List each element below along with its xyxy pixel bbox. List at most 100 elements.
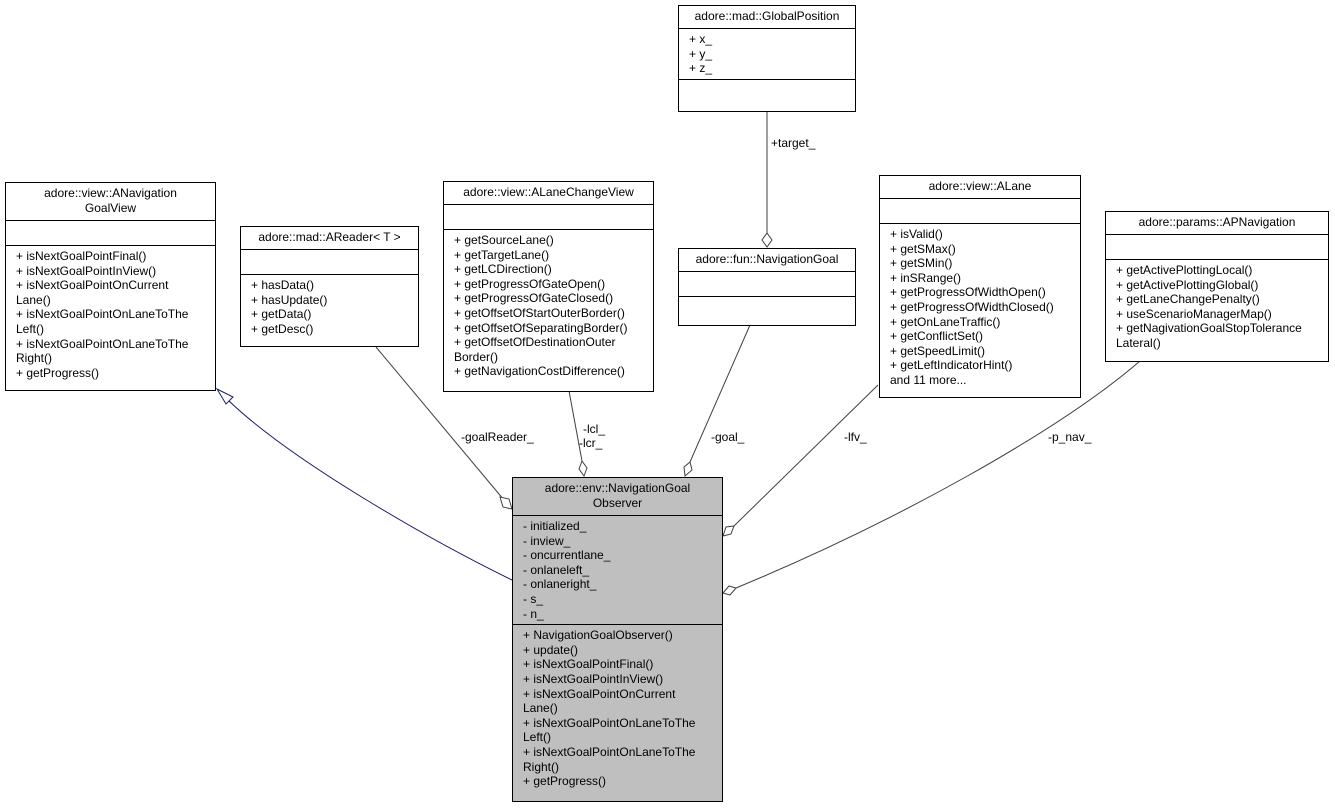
method: Border() [454,349,499,364]
methods-section: + getActivePlottingLocal() + getActivePl… [1106,259,1328,361]
method: + getLaneChangePenalty() [1116,292,1260,307]
method: Right() [16,351,53,366]
methods-section [679,296,855,325]
edge-label-p-nav: -p_nav_ [1048,430,1092,444]
method: + getOffsetOfSeparatingBorder() [454,320,628,335]
class-alane-change-view: adore::view::ALaneChangeView + getSource… [443,181,654,392]
method: + getProgressOfWidthClosed() [890,299,1054,314]
method: Left() [16,321,45,336]
method: Lane() [523,701,558,716]
methods-section: + getSourceLane() + getTargetLane() + ge… [444,229,653,391]
method: + isNextGoalPointInView() [16,263,157,278]
method: + getProgress() [523,774,607,789]
attribute: - oncurrentlane_ [523,548,611,563]
inheritance-arrowhead [215,387,234,405]
method: + getSpeedLimit() [890,343,986,358]
class-alane: adore::view::ALane + isValid() + getSMax… [879,175,1081,398]
edge-label-lfv: -lfv_ [844,430,867,444]
attribute: + z_ [689,61,713,76]
method: + isNextGoalPointFinal() [16,249,147,263]
method: + update() [523,642,579,657]
class-title: adore::mad::AReader< T > [258,230,401,244]
goal-reader-edge [375,346,505,501]
methods-section: + hasData() + hasUpdate() + getData() + … [241,274,418,346]
methods-section: + isValid() + getSMax() + getSMin() + in… [880,223,1080,397]
p-nav-diamond [722,585,737,596]
attributes-section [880,198,1080,223]
attribute: - onlaneright_ [523,577,597,592]
method: + getNagivationGoalStopTolerance [1116,321,1302,336]
method: Lane() [16,292,51,307]
attributes-section [679,271,855,296]
method: + getProgressOfGateClosed() [454,291,614,306]
method: + getConflictSet() [890,329,984,344]
attribute: + x_ [689,32,713,46]
attribute: + y_ [689,46,713,61]
edge-label-goal-reader: -goalReader_ [461,430,534,444]
method-more: and 11 more... [890,372,967,387]
method: + isValid() [890,227,943,241]
method: + inSRange() [890,270,962,285]
method: Right() [523,759,560,774]
attributes-section: - initialized_ - inview_ - oncurrentlane… [513,515,722,624]
method: + NavigationGoalObserver() [523,628,673,643]
method: + getTargetLane() [454,247,550,262]
class-title: adore::env::NavigationGoal Observer [544,481,691,510]
method: + getLCDirection() [454,262,552,277]
method: + isNextGoalPointOnLaneToThe [16,336,189,351]
method: + isNextGoalPointOnCurrent [16,278,169,293]
method: + isNextGoalPointInView() [523,671,664,686]
class-areader: adore::mad::AReader< T > + hasData() + h… [240,226,419,347]
methods-section: + isNextGoalPointFinal() + isNextGoalPoi… [6,245,215,390]
method: + getOffsetOfStartOuterBorder() [454,305,625,320]
method: + isNextGoalPointOnLaneToThe [523,744,696,759]
method: + hasData() [251,278,315,292]
method: + getSMin() [890,256,953,271]
edge-label-goal: -goal_ [711,430,745,444]
methods-section [679,78,855,111]
attributes-section [444,204,653,229]
method: + getProgressOfWidthOpen() [890,285,1046,300]
attribute: - onlaneleft_ [523,562,590,577]
method: + getActivePlottingGlobal() [1116,277,1259,292]
method: + isNextGoalPointOnLaneToThe [16,307,189,322]
class-navigation-goal-observer: adore::env::NavigationGoal Observer - in… [512,477,723,802]
lfv-diamond [722,525,735,537]
lane-change-diamond [578,459,588,478]
attribute: - n_ [523,606,544,621]
method: + getProgressOfGateOpen() [454,276,606,291]
class-title: adore::view::ALane [928,179,1032,193]
class-title: adore::view::ALaneChangeView [463,185,634,199]
method: + getLeftIndicatorHint() [890,358,1013,373]
inheritance-edge [227,399,513,581]
method: + getDesc() [251,321,314,336]
edge-label-lcl: -lcl_ [583,422,605,436]
attribute: - inview_ [523,533,571,548]
lane-change-edge [568,390,583,462]
class-title: adore::params::APNavigation [1138,215,1296,229]
attribute: - s_ [523,591,544,606]
attributes-section [1106,234,1328,259]
goal-diamond [683,461,693,477]
class-anavigation-goal-view: adore::view::ANavigation GoalView + isNe… [5,182,216,391]
methods-section: + NavigationGoalObserver() + update() + … [513,624,722,801]
method: Lateral() [1116,335,1161,350]
method: + isNextGoalPointFinal() [523,657,654,672]
method: Left() [523,730,552,745]
class-apnavigation: adore::params::APNavigation + getActiveP… [1105,211,1329,362]
method: + hasUpdate() [251,292,328,307]
attributes-section: + x_ + y_ + z_ [679,28,855,79]
method: + getSourceLane() [454,233,554,247]
method: + getSMax() [890,241,956,256]
method: + getData() [251,307,312,322]
attributes-section [241,249,418,274]
method: + getProgress() [16,365,100,380]
class-global-position: adore::mad::GlobalPosition + x_ + y_ + z… [678,5,856,112]
attribute: - initialized_ [523,519,587,533]
edge-label-lcr: -lcr_ [579,436,603,450]
p-nav-edge [735,360,1141,589]
lfv-edge [733,384,879,527]
method: + getNavigationCostDifference() [454,364,625,379]
